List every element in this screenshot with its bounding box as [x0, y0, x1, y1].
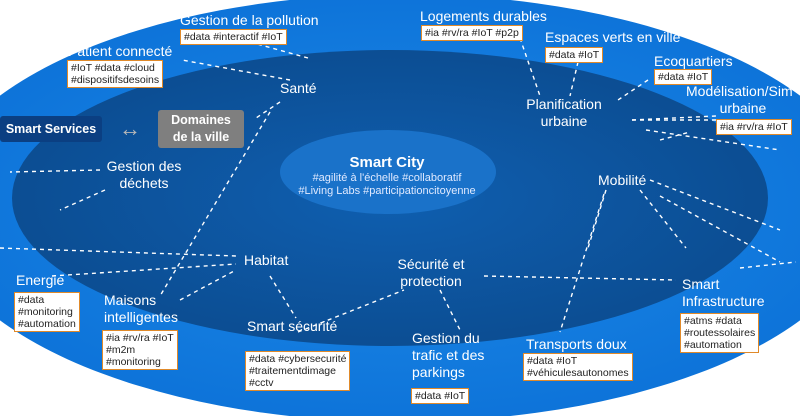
tags-maisons-intelligentes: #ia #rv/ra #IoT #m2m #monitoring — [102, 330, 178, 370]
tag-line: #véhiculesautonomes — [527, 367, 629, 379]
maisons-line1: Maisons — [104, 292, 157, 308]
tags-patient-connecte: #IoT #data #cloud #dispositifsdesoins — [67, 60, 164, 88]
trafic-line1: Gestion du — [412, 330, 480, 346]
gestion-dechets-line2: déchets — [119, 175, 169, 191]
tag-line: #IoT #data #cloud — [71, 62, 155, 74]
tags-espaces-verts: #data #IoT — [545, 47, 604, 63]
legend-domaines-line2: de la ville — [172, 130, 230, 144]
domain-gestion-dechets: Gestion des déchets — [96, 158, 192, 192]
tag-line: #data #cybersecurité — [249, 353, 347, 365]
core-tags-line2: #Living Labs #participationcitoyenne — [298, 185, 476, 197]
service-gestion-pollution: Gestion de la pollution — [180, 12, 319, 28]
tag-line: #monitoring — [106, 356, 161, 368]
tag-line: #m2m — [106, 344, 136, 356]
legend-arrow: ↔ — [119, 116, 141, 141]
service-energie: Energie — [16, 272, 65, 288]
tag-line: #traitementdimage — [249, 365, 336, 377]
tag-line: #atms #data — [684, 315, 742, 327]
service-espaces-verts: Espaces verts en ville — [545, 29, 681, 45]
tag-line: #ia #rv/ra #IoT #p2p — [425, 27, 519, 39]
core-tags: #agilité à l'échelle #collaboratif #Livi… — [282, 172, 492, 198]
service-transports-doux: Transports doux — [526, 336, 627, 352]
tag-line: #data #IoT — [549, 49, 600, 61]
legend-domaines-line1: Domaines — [171, 113, 231, 127]
tag-line: #ia #rv/ra #IoT — [106, 332, 174, 344]
domain-habitat: Habitat — [244, 252, 289, 268]
tag-line: #cctv — [249, 377, 274, 389]
tag-line: #dispositifsdesoins — [71, 74, 160, 86]
planification-line1: Planification — [526, 96, 602, 112]
securite-line1: Sécurité et — [397, 256, 465, 272]
service-ecoquartiers: Ecoquartiers — [654, 53, 733, 69]
trafic-line2: trafic et des — [412, 347, 485, 363]
core-title: Smart City — [349, 154, 425, 171]
tags-smart-securite: #data #cybersecurité #traitementdimage #… — [245, 351, 351, 391]
gestion-dechets-line1: Gestion des — [106, 158, 182, 174]
service-modelisation: Modélisation/Sim urbaine — [686, 83, 800, 117]
tag-line: #ia #rv/ra #IoT — [720, 121, 788, 133]
domain-planification-urbaine: Planification urbaine — [516, 96, 612, 130]
service-smart-securite: Smart sécurité — [247, 318, 338, 334]
tag-line: #routessolaires — [684, 327, 756, 339]
domain-mobilite: Mobilité — [598, 172, 647, 188]
tag-line: #automation — [684, 339, 742, 351]
tag-line: #data — [18, 294, 45, 306]
tag-line: #data #interactif #IoT — [184, 31, 283, 43]
planification-line2: urbaine — [540, 113, 588, 129]
tag-line: #data #IoT — [415, 390, 466, 402]
tags-modelisation: #ia #rv/ra #IoT — [716, 119, 792, 135]
legend-smart-services: Smart Services — [0, 116, 102, 142]
core-ellipse — [280, 130, 496, 214]
tag-line: #monitoring — [18, 306, 73, 318]
tags-gestion-pollution: #data #interactif #IoT — [180, 29, 287, 45]
tags-energie: #data #monitoring #automation — [14, 292, 80, 332]
tags-smart-infrastructure: #atms #data #routessolaires #automation — [680, 313, 760, 353]
trafic-line3: parkings — [412, 364, 465, 380]
connector-lines — [0, 37, 797, 333]
service-gestion-trafic: Gestion du trafic et des parkings — [412, 330, 484, 381]
service-patient-connecte: Patient connecté — [68, 43, 173, 59]
service-maisons-intelligentes: Maisons intelligentes — [104, 292, 178, 326]
infrastructure-line2: Infrastructure — [682, 293, 765, 309]
tag-line: #automation — [18, 318, 76, 330]
domain-securite-protection: Sécurité et protection — [388, 256, 474, 290]
domain-sante: Santé — [280, 80, 317, 96]
infrastructure-line1: Smart — [682, 276, 720, 292]
maisons-line2: intelligentes — [104, 309, 178, 325]
core-tags-line1: #agilité à l'échelle #collaboratif — [312, 172, 462, 184]
securite-line2: protection — [400, 273, 462, 289]
legend-domaines-ville: Domaines de la ville — [158, 110, 244, 148]
tags-ecoquartiers: #data #IoT — [654, 69, 713, 85]
modelisation-line1: Modélisation/Sim — [686, 83, 793, 99]
service-logements-durables: Logements durables — [420, 8, 547, 24]
modelisation-line2: urbaine — [719, 100, 767, 116]
tags-gestion-trafic: #data #IoT — [411, 388, 470, 404]
tags-logements-durables: #ia #rv/ra #IoT #p2p — [421, 25, 523, 41]
tags-transports-doux: #data #IoT #véhiculesautonomes — [523, 353, 633, 381]
service-smart-infrastructure: Smart Infrastructure — [682, 276, 764, 310]
tag-line: #data #IoT — [527, 355, 578, 367]
tag-line: #data #IoT — [658, 71, 709, 83]
